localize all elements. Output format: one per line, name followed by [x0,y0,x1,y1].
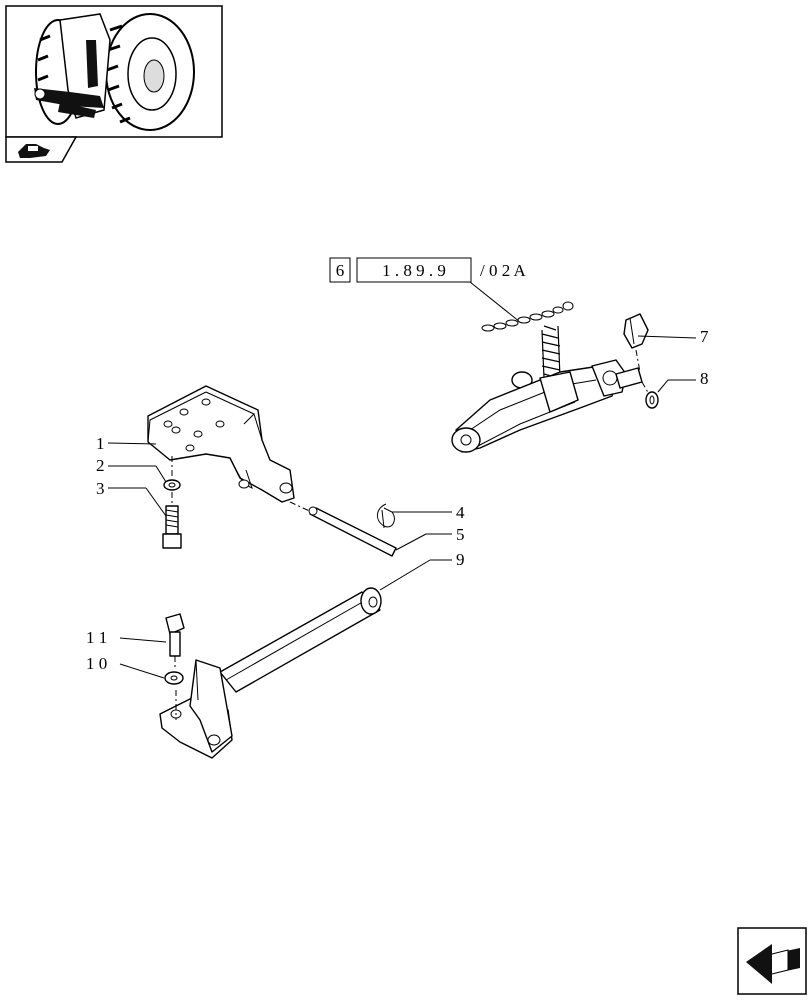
lynch-pin-part-7 [623,313,697,349]
chain [481,301,574,332]
stay-tube-part-9 [159,587,382,759]
callout-1: 1 [96,434,105,453]
next-page-arrow-icon[interactable] [737,927,807,995]
callout-5: 5 [456,525,465,544]
callout-8: 8 [700,369,709,388]
washer-part-10 [164,671,184,685]
reference-box2: 1 . 8 9 . 9 [382,261,446,280]
callout-4: 4 [456,503,465,522]
callout-2: 2 [96,456,105,475]
hand-pointer-icon[interactable] [18,144,50,158]
callout-7: 7 [700,327,709,346]
callout-11: 1 1 [86,628,107,647]
callout-leaders [107,442,452,679]
reference-box1: 6 [336,261,345,280]
callout-10: 1 0 [86,654,107,673]
r-clip-part-4 [377,503,395,529]
tractor-rear-thumbnail-icon[interactable] [5,5,223,163]
assembly-reference[interactable]: 6 1 . 8 9 . 9 / 0 2 A [329,257,527,283]
bolt-part-11 [165,613,185,670]
bracket-part-1 [147,385,317,515]
callout-numbers: 1 2 3 4 5 9 7 8 1 1 1 0 [86,327,709,673]
bolt-part-3 [162,505,182,549]
washer-part-8 [645,379,696,409]
reference-suffix: / 0 2 A [480,261,527,280]
washer-part-2 [163,479,181,504]
top-link-assembly [451,281,651,453]
pin-part-5 [308,506,397,557]
callout-9: 9 [456,550,465,569]
callout-3: 3 [96,479,105,498]
